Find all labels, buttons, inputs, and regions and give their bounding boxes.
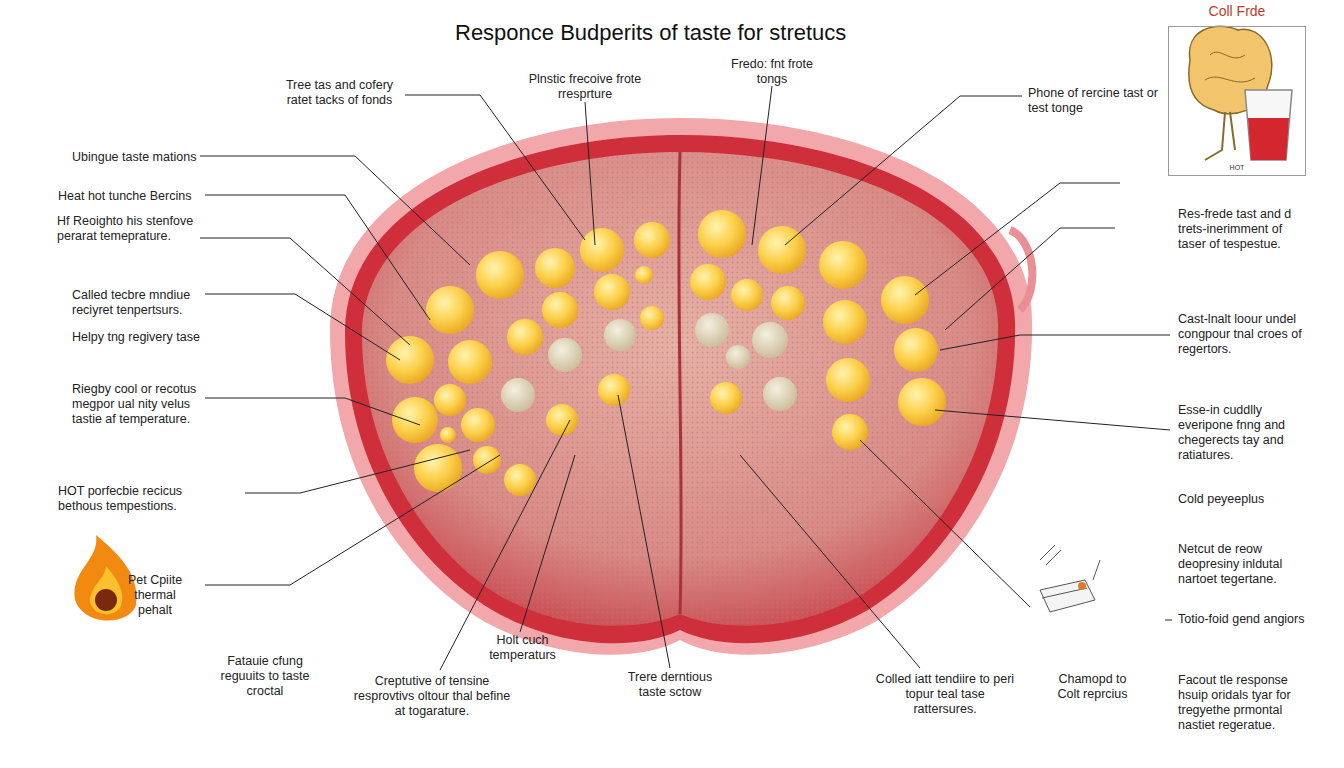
leader-lines	[200, 86, 1172, 670]
box-heading: Coll Frde	[1169, 3, 1305, 19]
callout-label: Creptutive of tensine resprovtivs oltour…	[352, 674, 512, 719]
callout-label: Hf Reoighto his stenfove perarat temepra…	[57, 214, 217, 244]
callout-label: Esse-in cuddlly everipone fnng and chege…	[1178, 403, 1308, 463]
callout-label: Chamopd to Colt reprcius	[1055, 672, 1130, 702]
callout-label: Pet Cpiite thermal pehalt	[120, 573, 190, 618]
callout-label: Trere derntious taste sctow	[615, 670, 725, 700]
callout-label: Tree tas and cofery ratet tacks of fonds	[272, 78, 407, 108]
callout-label: Plnstic frecoive frote rresprture	[520, 72, 650, 102]
callout-label: Fredo: fnt frote tongs	[722, 57, 822, 87]
callout-label: Cast-lnalt loour undel congpour tnal cro…	[1178, 312, 1308, 357]
callout-label: Holt cuch temperaturs	[480, 633, 565, 663]
taste-buds	[386, 210, 946, 496]
flame-icon	[74, 535, 136, 621]
callout-label: Riegby cool or recotus megpor ual nity v…	[72, 382, 212, 427]
callout-label: Called tecbre mndiue reciyret tenpertsur…	[72, 288, 222, 318]
callout-label: Helpy tng regivery tase	[72, 330, 222, 345]
callout-label: HOT porfecbie recicus bethous tempestion…	[58, 484, 218, 514]
callout-label: Totio-foid gend angiors	[1178, 612, 1338, 627]
cutting-board-icon	[1040, 545, 1100, 612]
callout-label: Netcut de reow deopresiny inldutal narto…	[1178, 542, 1313, 587]
callout-label: Facout tle response hsuip oridals tyar f…	[1178, 673, 1308, 733]
food-and-glass-icon	[1189, 26, 1292, 160]
box-note: HOT	[1169, 164, 1305, 171]
tongue-body	[330, 118, 1032, 655]
callout-label: Res-frede tast and d trets-inerimment of…	[1178, 207, 1313, 252]
callout-label: Heat hot tunche Bercins	[58, 189, 218, 204]
callout-label: Phone of rercine tast or test tonge	[1028, 86, 1158, 116]
callout-label: Ubingue taste mations	[72, 150, 222, 165]
inset-box: Coll FrdeHOT	[1168, 26, 1306, 176]
callout-label: Cold peyeeplus	[1178, 492, 1308, 507]
callout-label: Fatauie cfung reguuits to taste croctal	[220, 654, 310, 699]
diagram-title: Responce Budperits of taste for stretucs	[455, 20, 846, 46]
callout-label: Colled iatt tendiire to peri topur teal …	[875, 672, 1015, 717]
